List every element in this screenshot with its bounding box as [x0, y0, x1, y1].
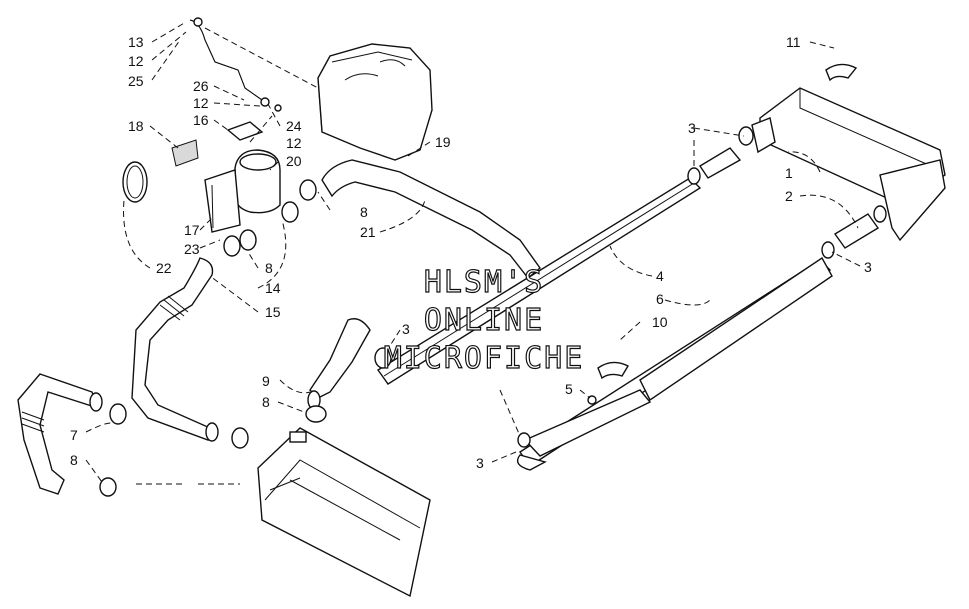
callout-6: 6	[656, 291, 664, 307]
callout-18: 18	[128, 118, 144, 134]
hose-mid	[305, 318, 371, 423]
hose-lower-left	[17, 373, 127, 497]
callout-3: 3	[402, 321, 410, 337]
callout-12: 12	[128, 53, 144, 69]
callout-26: 26	[193, 78, 209, 94]
rear-heat-exchanger	[751, 87, 946, 242]
callout-20: 20	[286, 153, 302, 169]
callout-15: 15	[265, 304, 281, 320]
callout-10: 10	[652, 314, 668, 330]
callout-19: 19	[435, 134, 451, 150]
callout-12: 12	[193, 95, 209, 111]
callout-3: 3	[688, 120, 696, 136]
callout-21: 21	[360, 224, 376, 240]
callout-13: 13	[128, 34, 144, 50]
watermark-line-1: HLSM'S	[424, 265, 544, 300]
callout-7: 7	[70, 427, 78, 443]
watermark: HLSM'S ONLINE MICROFICHE	[383, 264, 585, 376]
clamp-ring	[122, 161, 148, 203]
callout-23: 23	[184, 241, 200, 257]
callout-4: 4	[656, 268, 664, 284]
hose-upper	[281, 159, 541, 279]
callout-5: 5	[565, 381, 573, 397]
connector-tubes	[687, 126, 887, 259]
callout-11: 11	[786, 34, 801, 50]
overflow-tube	[189, 17, 319, 112]
callout-3: 3	[864, 259, 872, 275]
callout-8: 8	[265, 260, 273, 276]
callout-25: 25	[128, 73, 144, 89]
callout-14: 14	[265, 280, 281, 296]
watermark-line-3: MICROFICHE	[384, 341, 585, 376]
callout-24: 24	[286, 118, 302, 134]
callout-8: 8	[262, 394, 270, 410]
callout-12: 12	[286, 135, 302, 151]
engine-tank-outline	[317, 43, 433, 161]
callout-3: 3	[476, 455, 484, 471]
callout-17: 17	[184, 222, 200, 238]
callout-labels: 13 12 25 26 12 16 24 12 20 18 19 17 23 2…	[70, 34, 872, 471]
callout-1: 1	[785, 165, 793, 181]
callout-8: 8	[70, 452, 78, 468]
hose-left-s	[131, 229, 257, 449]
skid-plate	[257, 427, 431, 598]
callout-9: 9	[262, 373, 270, 389]
leader-lines	[85, 21, 861, 485]
callout-22: 22	[156, 260, 172, 276]
heat-exchanger-long	[374, 177, 833, 471]
small-fittings	[587, 63, 858, 405]
watermark-line-2: ONLINE	[424, 303, 544, 338]
callout-16: 16	[193, 112, 209, 128]
coolant-reservoir	[171, 121, 281, 233]
callout-2: 2	[785, 188, 793, 204]
callout-8: 8	[360, 204, 368, 220]
